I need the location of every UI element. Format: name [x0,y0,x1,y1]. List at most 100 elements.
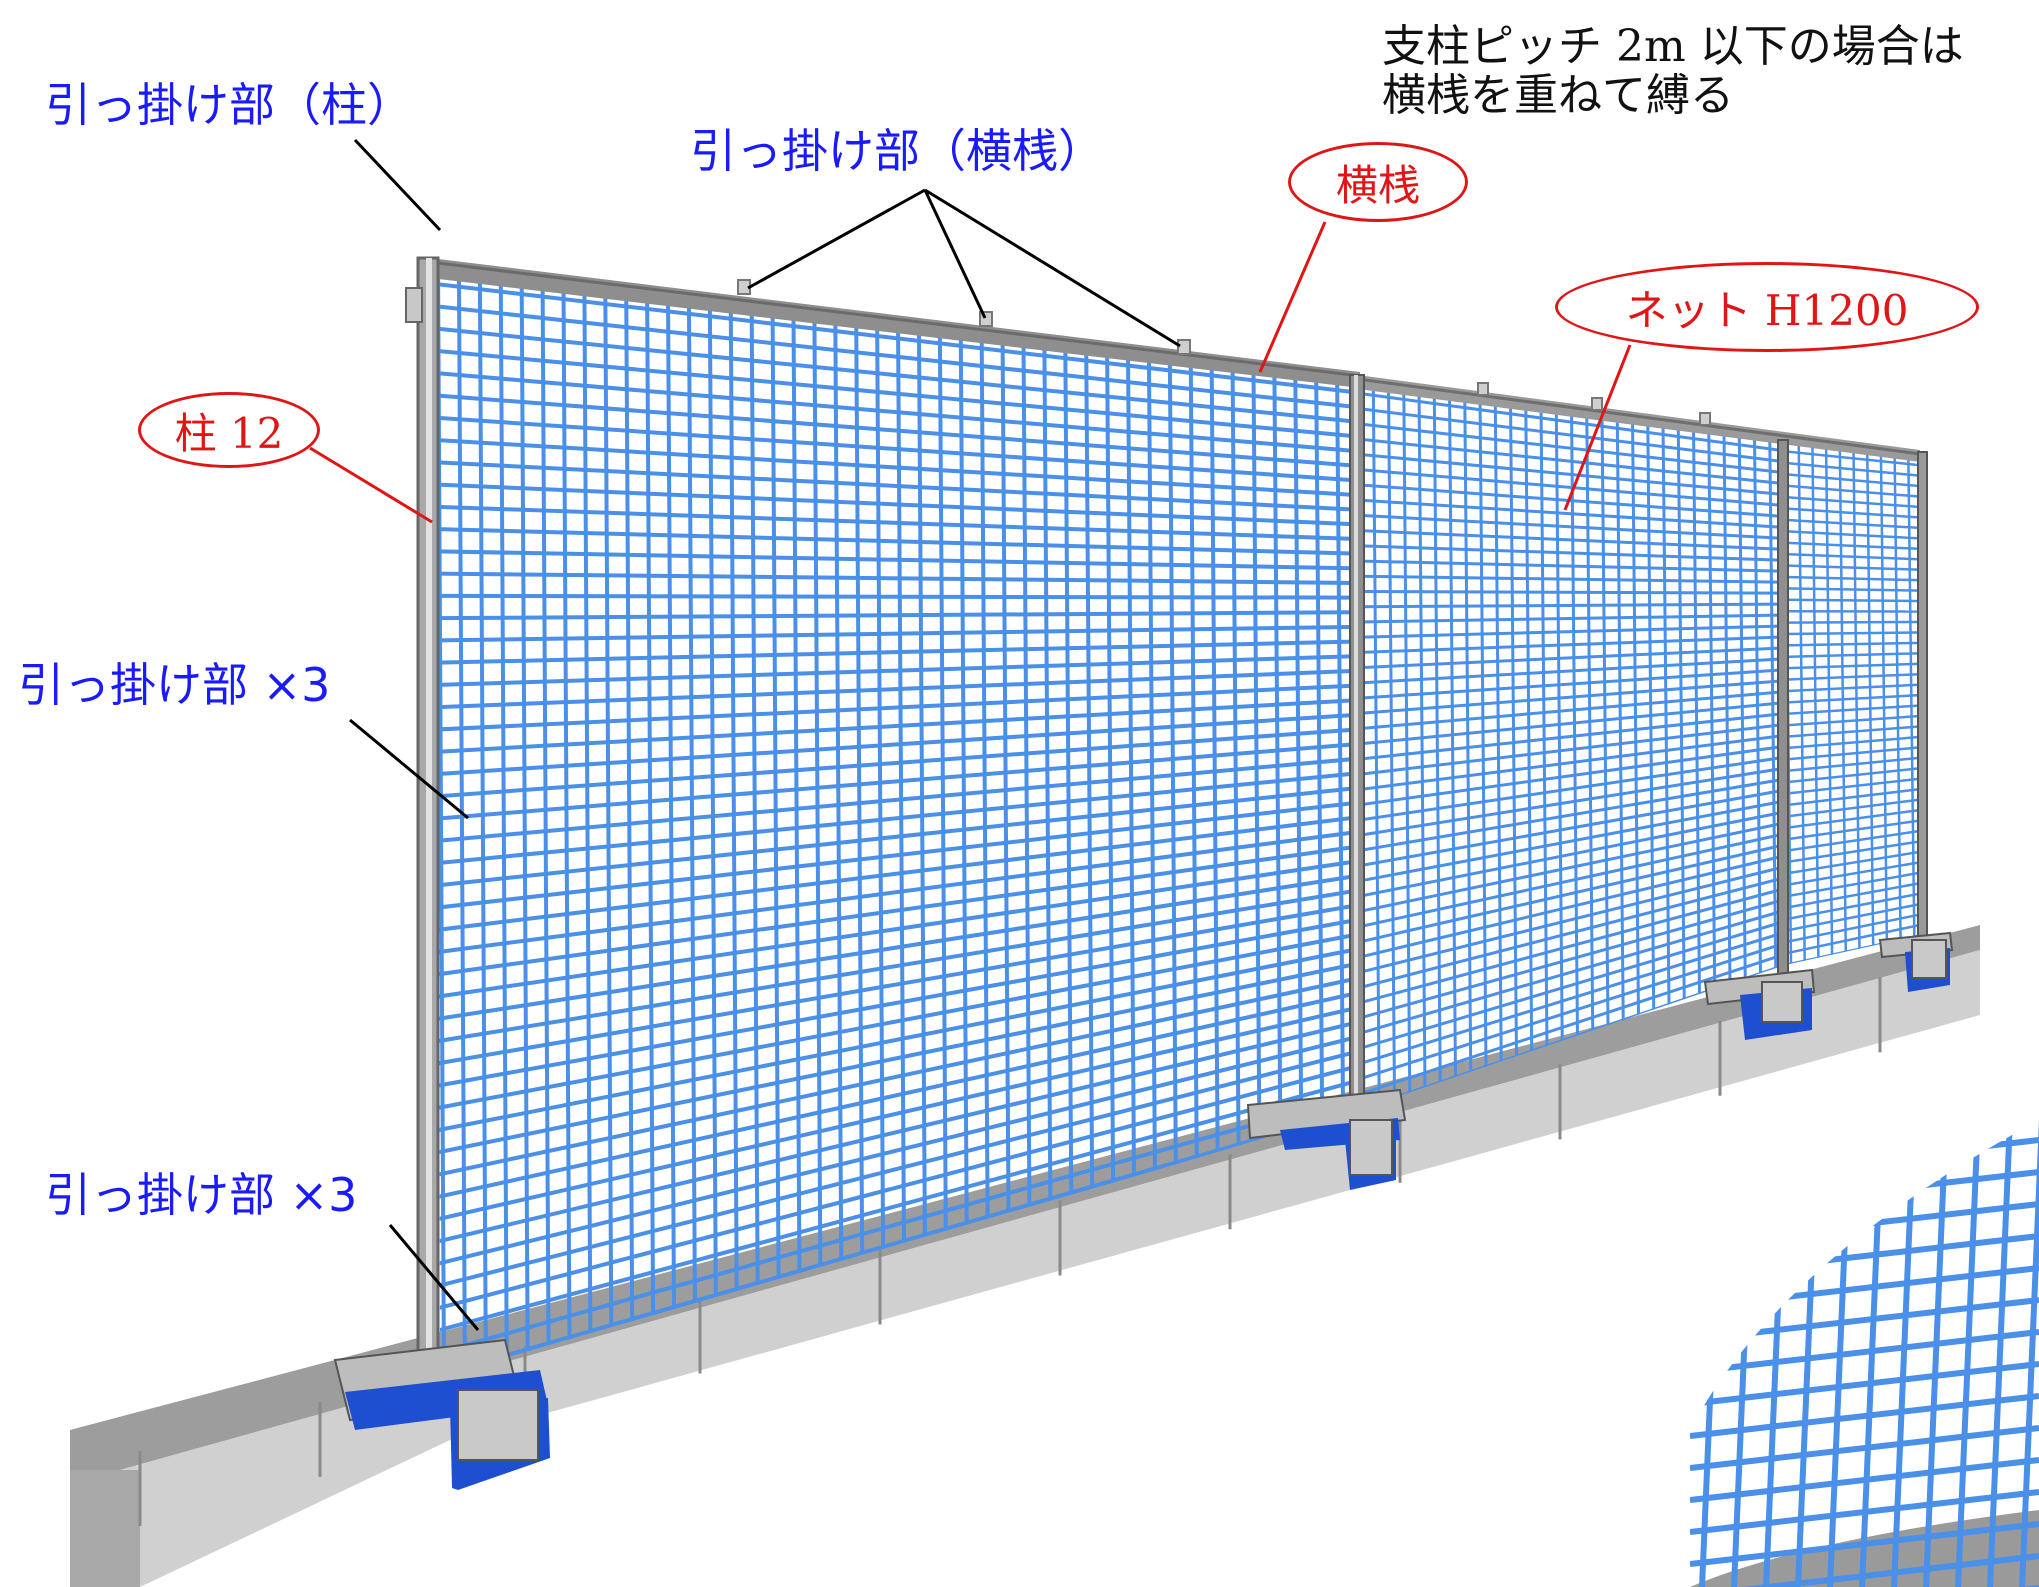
net-strand [1358,722,1785,776]
net-strand [438,1108,1358,1370]
net-strand [438,593,1358,600]
wall-shadow [70,1470,140,1587]
net-strand [1358,941,1785,1081]
net-strand [1358,777,1785,853]
net-strand [438,946,1358,1133]
net-strand [1785,693,1922,704]
net-strand [438,1005,1358,1222]
net-strand [438,393,1358,468]
net-strand [1785,766,1922,784]
net-strand [438,1049,1358,1288]
net-strand [1785,725,1922,738]
net-strand [1785,704,1922,716]
net-strand [1358,602,1785,609]
net-strand [1785,518,1922,530]
net-strand [1785,756,1922,773]
net-strand [1358,821,1785,914]
net-strand [1358,711,1785,761]
net-strand [1955,1120,1981,1587]
net-strand [438,815,1358,932]
net-strand [1358,690,1785,731]
post-right-1 [1777,439,1789,981]
net-strand [1785,714,1922,727]
net-strand [1358,919,1785,1051]
net-strand [1358,679,1785,715]
net-strand [1358,646,1785,670]
net-strand [1358,908,1785,1036]
net-strand [1358,799,1785,883]
net-strand [1785,777,1922,796]
net-strand [1358,437,1785,486]
net-strand [438,785,1358,888]
net-strand [438,683,1358,732]
net-strand [438,282,1358,395]
net-strand [1358,766,1785,837]
callout-rail: 横桟 [1288,142,1468,222]
net-strand [1358,635,1785,654]
net-strand [1358,590,1785,595]
net-strand [438,668,1358,710]
net-strand [438,976,1358,1177]
net-strand [438,415,1358,483]
net-strand [1690,1137,2039,1183]
net-strand [1358,897,1785,1020]
net-strand [1690,1329,2039,1375]
net-strand [1358,407,1785,464]
net-strand [1785,564,1922,572]
net-strand [1358,876,1785,990]
label-hook-low: 引っ掛け部 ×3 [45,1168,358,1222]
net-strand [1785,787,1922,807]
net-strand [438,639,1358,665]
net-strand [1785,662,1922,670]
label-rail-hook: 引っ掛け部（横桟） [690,124,1104,178]
callout-post: 柱 12 [138,392,320,468]
net-strand [1358,498,1785,529]
net-strand [438,482,1358,527]
net-strand [438,610,1358,621]
net-strand [438,771,1358,866]
net-strand [1923,1120,1949,1587]
net-strand [1358,733,1785,792]
net-strand [1785,472,1922,488]
net-strand [1785,892,1922,921]
net-strand [438,859,1358,999]
net-strand [438,624,1358,643]
net-strand [1358,952,1785,1097]
net-strand [1690,1233,2039,1279]
note-line-2: 横桟を重ねて縛る [1382,70,1734,122]
net-strand [1690,1521,2039,1567]
net-strand [1690,1361,2039,1407]
base-bracket-middle [1246,1088,1407,1190]
callout-lines [309,221,1632,524]
net-strand [1690,1393,2039,1439]
net-strand [1690,1120,1693,1587]
net-strand [1891,1120,1917,1587]
net-strand [1785,575,1922,582]
net-strand [1358,559,1785,573]
net-strand [438,571,1358,585]
net-strand [1358,574,1785,584]
net-strand [438,888,1358,1044]
net-strand [1358,529,1785,551]
net-strand [438,527,1358,556]
net-strand [1785,745,1922,761]
net-strand [1785,507,1922,519]
net-strand [1785,587,1922,592]
net-strand [1358,843,1785,944]
net-strand [1690,1297,2039,1343]
net-strand [1785,620,1922,624]
net-strand [1358,701,1785,746]
net-strand [438,504,1358,542]
net-strand [1785,818,1922,841]
net-strand [1785,902,1922,932]
net-strand [1785,461,1922,478]
net-strand [1785,829,1922,853]
net-strand [1785,598,1922,603]
net-strand [438,371,1358,454]
net-panel-1 [438,262,1358,1370]
net-strand [1358,788,1785,868]
net-strand [438,549,1358,571]
post-middle [1349,374,1365,1116]
net-strand [1358,865,1785,975]
